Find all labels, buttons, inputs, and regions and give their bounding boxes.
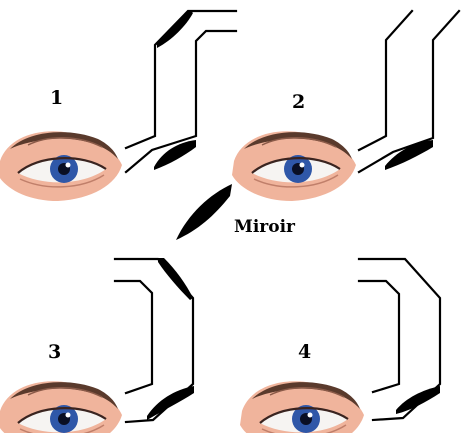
periscope-4 — [357, 257, 442, 422]
eye-4 — [238, 380, 366, 433]
panel-3-number: 3 — [48, 341, 61, 363]
panel-4-number: 4 — [298, 341, 311, 363]
panel-1: 1 — [0, 9, 238, 203]
panel-2: 2 — [230, 9, 461, 203]
mirror-sample-icon — [176, 184, 232, 240]
panel-1-number: 1 — [50, 87, 63, 109]
panel-4: 4 — [238, 257, 442, 433]
mirror-bottom-3 — [147, 386, 194, 420]
periscope-1 — [124, 9, 238, 174]
periscope-3 — [113, 257, 195, 424]
mirror-top-3 — [158, 258, 193, 300]
eye-1 — [0, 130, 124, 203]
eye-3 — [0, 380, 124, 433]
eye-2 — [230, 130, 358, 203]
panel-2-number: 2 — [292, 91, 305, 113]
panel-3: 3 — [0, 257, 195, 433]
mirror-legend: Miroir — [176, 184, 296, 240]
mirror-caption: Miroir — [234, 217, 296, 237]
periscope-2 — [357, 9, 461, 174]
mirror-bottom-2 — [385, 140, 433, 170]
mirror-bottom-4 — [396, 386, 440, 414]
mirror-top-1 — [157, 10, 193, 48]
mirror-bottom-1 — [154, 140, 196, 170]
